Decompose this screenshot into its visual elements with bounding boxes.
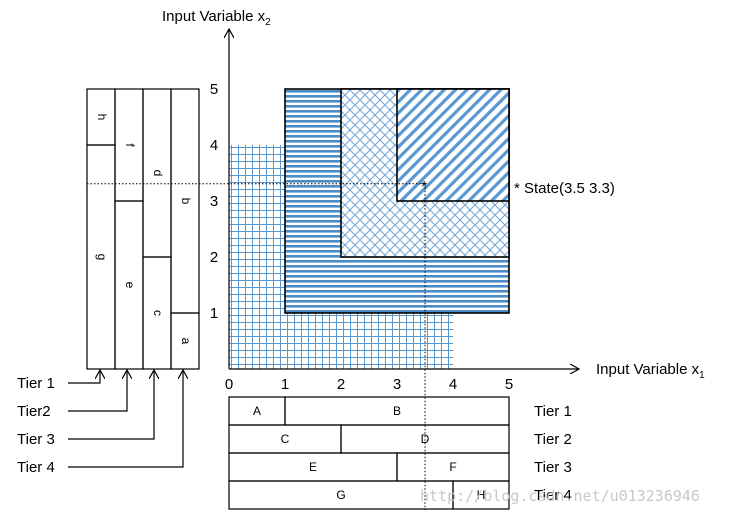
x-tick-labels: 0 1 2 3 4 5 <box>225 376 513 393</box>
left-tier-cell-b <box>170 88 200 314</box>
x-tick-3: 3 <box>393 376 401 393</box>
y-tick-5: 5 <box>210 81 218 98</box>
left-tier-cell-label: f <box>123 143 137 147</box>
x-tick-1: 1 <box>281 376 289 393</box>
bottom-tier-label: Tier 2 <box>534 431 572 448</box>
left-tier-box: g h e f c d a b <box>86 88 200 370</box>
bottom-tier-cell-label: B <box>393 404 401 418</box>
y-tick-4: 4 <box>210 137 218 154</box>
x-tick-2: 2 <box>337 376 345 393</box>
bottom-tier-cell-label: G <box>336 488 345 502</box>
left-tier-label: Tier2 <box>17 403 51 420</box>
bottom-tier-cell-H <box>452 480 510 510</box>
tiling-diagonal-region <box>396 88 510 202</box>
y-tick-1: 1 <box>210 305 218 322</box>
left-tier-cell-label: d <box>151 170 165 177</box>
tier-connector-arrow <box>68 371 154 440</box>
tier-connector-arrow <box>68 371 127 412</box>
bottom-tier-cell-label: F <box>449 460 456 474</box>
bottom-tier-cell-label: D <box>421 432 430 446</box>
bottom-tier-label: Tier 1 <box>534 403 572 420</box>
y-tick-3: 3 <box>210 193 218 210</box>
watermark: http://blog.csdn.net/u013236946 <box>420 487 700 505</box>
left-tier-label: Tier 1 <box>17 375 55 392</box>
left-tier-label: Tier 4 <box>17 459 55 476</box>
bottom-tier-cell-label: A <box>253 404 261 418</box>
left-tier-cell-label: a <box>179 338 193 345</box>
bottom-tier-labels: Tier 1 Tier 2 Tier 3 Tier 4 <box>534 403 572 504</box>
y-tick-2: 2 <box>210 249 218 266</box>
y-tick-labels: 1 2 3 4 5 <box>210 81 218 322</box>
left-tier-label: Tier 3 <box>17 431 55 448</box>
x-tick-0: 0 <box>225 376 233 393</box>
bottom-tier-cell-label: E <box>309 460 317 474</box>
left-tier-cell-label: b <box>179 198 193 205</box>
tier-connector-arrow <box>68 371 183 468</box>
bottom-tier-box: A B C D E F G H <box>228 396 510 510</box>
left-tier-cell-label: c <box>151 310 165 316</box>
state-label: * State(3.5 3.3) <box>514 180 615 197</box>
x-tick-5: 5 <box>505 376 513 393</box>
bottom-tier-cell-label: C <box>281 432 290 446</box>
tier-connector-arrow <box>68 371 100 384</box>
left-tier-cell-label: e <box>123 282 137 289</box>
x-axis-title: Input Variable x1 <box>596 361 705 381</box>
left-tier-cell-label: g <box>95 254 109 261</box>
bottom-tier-label: Tier 3 <box>534 459 572 476</box>
left-tier-cell-label: h <box>95 114 109 121</box>
x-tick-4: 4 <box>449 376 457 393</box>
bottom-tier-cell-label: H <box>477 488 486 502</box>
y-axis-title: Input Variable x2 <box>162 8 271 28</box>
bottom-tier-label: Tier 4 <box>534 487 572 504</box>
state-marker: * <box>421 179 427 196</box>
